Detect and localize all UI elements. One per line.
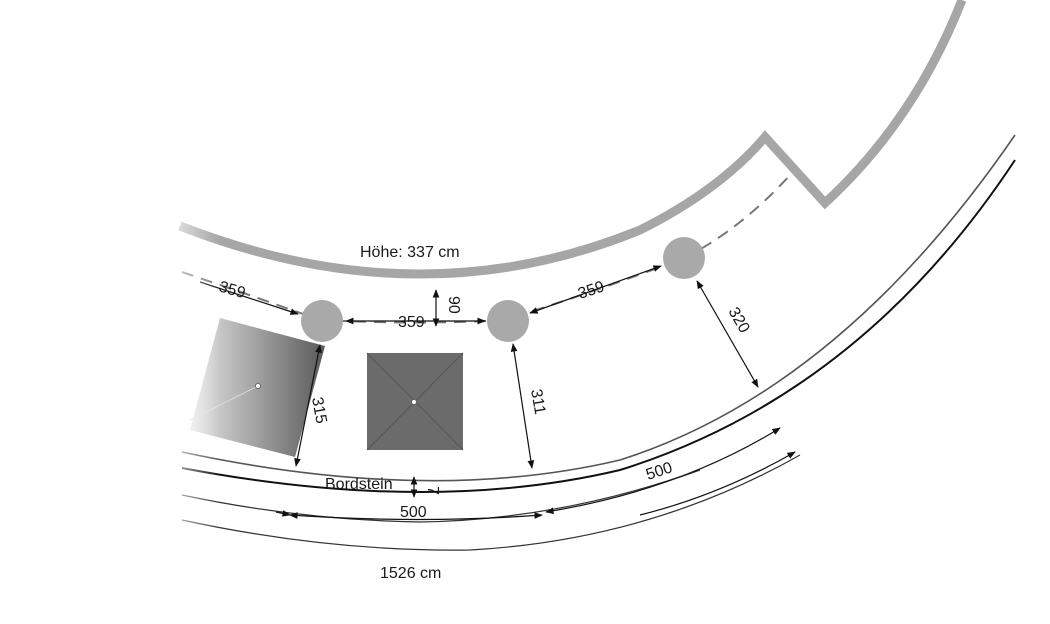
segment-upper-arrow — [545, 427, 781, 515]
segment-start-tick — [275, 510, 291, 517]
pole-2 — [487, 300, 529, 342]
dim-359-middle-label: 359 — [398, 314, 425, 331]
dim-311-arrow — [510, 343, 535, 469]
segment-upper-outer-arrow — [639, 451, 796, 516]
pole-3 — [663, 237, 705, 279]
dim-359-right-label: 359 — [576, 278, 607, 302]
height-label: Höhe: 337 cm — [360, 244, 460, 261]
dim-315-arrow — [294, 344, 322, 467]
dim-320-arrow — [696, 280, 759, 388]
dim-359-left-label: 359 — [217, 279, 247, 303]
dim-311-label: 311 — [527, 388, 548, 416]
segment-lower-label: 500 — [400, 504, 427, 521]
building-wall — [178, 0, 967, 279]
dim-315-label: 315 — [308, 396, 329, 425]
segment-lower-arrow — [289, 512, 543, 521]
dim-90-label: 90 — [445, 296, 462, 314]
curb-label: Bordstein — [325, 476, 393, 493]
umbrella-center — [366, 352, 464, 451]
dim-7-label: 7 — [424, 486, 441, 495]
dim-359-right-arrow — [529, 265, 662, 314]
pole-1 — [301, 300, 343, 342]
total-length-label: 1526 cm — [380, 565, 441, 582]
dim-320-label: 320 — [725, 305, 753, 337]
